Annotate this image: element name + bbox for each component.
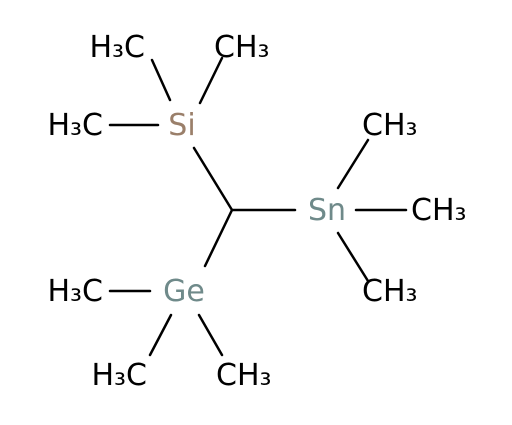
sn-methyl-bottom-label: CH₃ [362,274,418,309]
si-methyl-left-label: H₃C [47,108,103,143]
si-methyl-top-right-label: CH₃ [214,30,270,65]
tin-atom-label: Sn [308,193,346,228]
bond-si-central-carbon [192,146,234,212]
bond-sn-methyl-top [336,138,370,190]
bond-si-methyl-top-left [150,58,172,102]
sn-methyl-right-label: CH₃ [411,193,467,228]
bond-sn-methyl-bottom [336,231,370,283]
si-methyl-top-left-label: H₃C [89,30,145,65]
ge-methyl-bottom-left-label: H₃C [91,358,147,393]
germanium-atom-label: Ge [163,274,205,309]
bonds [108,56,408,357]
sn-methyl-top-label: CH₃ [362,108,418,143]
bond-ge-methyl-bottom-right [197,313,224,357]
labels: H₃C CH₃ H₃C Si Sn CH₃ CH₃ CH₃ H₃C Ge H₃C… [47,30,466,393]
bond-central-carbon-ge [203,208,234,268]
silicon-atom-label: Si [168,108,195,143]
ge-methyl-bottom-right-label: CH₃ [216,358,272,393]
ge-methyl-left-label: H₃C [47,274,103,309]
bond-ge-methyl-bottom-left [148,313,173,357]
bond-si-methyl-top-right [198,56,224,105]
